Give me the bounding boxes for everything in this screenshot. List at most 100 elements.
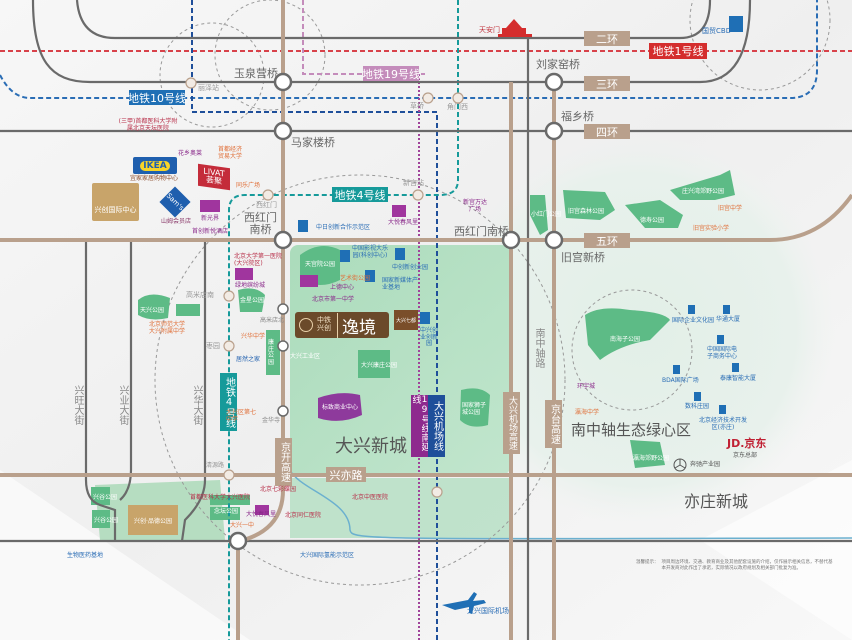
station-gaomidian-bei: 高米店北 xyxy=(260,317,285,324)
poi: 国际企业文化园 xyxy=(672,317,715,324)
office-building-icon xyxy=(298,220,308,232)
station-lize: 丽泽站 xyxy=(198,84,219,92)
office-building-icon xyxy=(340,250,350,262)
poi: 小红门公园 xyxy=(531,211,562,218)
station-gaomidian-nan: 高米店南 xyxy=(186,291,214,299)
poi-xingchuang-park: 兴创·品德公园 xyxy=(128,505,178,535)
poi: 大悦春风里 xyxy=(246,511,277,518)
metro-line10-label: 地铁10号线 xyxy=(128,90,186,105)
street-xinghua: 兴华大街 xyxy=(191,385,202,425)
poi: 北京中医医院 xyxy=(352,494,389,501)
poi: 大兴工业区 xyxy=(290,353,321,360)
poi: 北京同仁医院 xyxy=(285,512,322,519)
xingchuang-logo: 兴创国际中心 xyxy=(92,183,139,221)
poi: 环宇城 xyxy=(577,383,596,390)
radius-circles xyxy=(154,0,831,586)
metro-line19-south-label: 19号线南延线 xyxy=(411,395,430,457)
ring4-label: 四环 xyxy=(584,124,630,139)
mercedes-icon xyxy=(673,458,687,472)
poi: 绿地缤纷城 xyxy=(235,282,266,289)
office-building-icon xyxy=(723,305,730,314)
poi: 数科庄园 xyxy=(685,403,710,410)
poi: 华通大厦 xyxy=(716,316,741,323)
poi: 国家新媒体产业基地 xyxy=(382,277,419,291)
poi: 南海子公园 xyxy=(610,336,641,343)
ring2-label: 二环 xyxy=(584,31,630,46)
office-building-icon xyxy=(420,312,430,324)
jingtai-expressway-label: 京台高速 xyxy=(545,400,562,448)
metro-line19-label: 地铁19号线 xyxy=(362,66,420,81)
poi-daxing-qidu: 大兴七都 xyxy=(394,310,418,330)
poi: 旧宫森林公园 xyxy=(568,208,605,215)
poi-tianhong-park: 天宫院公园 xyxy=(305,261,336,268)
poi: 庄兴湾郊野公园 xyxy=(682,188,725,195)
project-marker[interactable]: 中铁兴创 逸境 xyxy=(295,312,389,338)
office-building-icon xyxy=(688,305,695,314)
poi: 天兴公园 xyxy=(140,307,165,314)
daxing-airport-line-label: 大兴机场线 xyxy=(428,395,445,457)
biaozhi-shopping xyxy=(318,393,362,421)
poi: 念坛公园 xyxy=(214,508,239,515)
shopping-building-icon xyxy=(255,505,269,515)
shopping-building-icon xyxy=(300,275,318,287)
district-daxing: 大兴新城 xyxy=(335,436,407,457)
guomao-building-icon xyxy=(729,16,743,32)
interchanges xyxy=(228,72,564,551)
poi: 生物医药基地 xyxy=(67,552,104,559)
poi: 北京市第一中学 xyxy=(312,296,355,303)
street-xingwang: 兴旺大街 xyxy=(72,385,83,425)
district-yizhuang: 亦庄新城 xyxy=(684,492,749,511)
poi: 艺术街公园 xyxy=(340,275,371,282)
shopping-building-icon xyxy=(392,205,406,217)
metro-line4-vertical-label: 地铁4号线 xyxy=(220,373,237,431)
station-jinhua: 金华寺 xyxy=(262,417,281,424)
station-zaoyuan: 枣园 xyxy=(206,342,220,350)
poi: 北京师范大学大兴附属中学 xyxy=(149,321,186,335)
office-building-icon xyxy=(717,335,724,344)
poi: 兴谷公园 xyxy=(93,494,118,501)
xingyi-road-label: 兴亦路 xyxy=(326,467,366,482)
poi: BDA国际广场 xyxy=(662,377,699,384)
office-building-icon xyxy=(395,248,405,260)
jd-label: 京东总部 xyxy=(733,452,758,459)
poi: 北京经济技术开发区(亦庄) xyxy=(698,417,747,431)
station-qingyuanlu: 清源路 xyxy=(206,462,225,469)
poi: 中国国际电子商务中心 xyxy=(706,346,737,360)
project-name: 逸境 xyxy=(337,312,376,338)
south-green-zone xyxy=(290,478,510,538)
poi: 中国影视大乐园(科创中心) xyxy=(352,245,389,259)
street-xingye: 兴业大街 xyxy=(117,385,128,425)
bridge-jiugong: 旧宫新桥 xyxy=(561,251,605,264)
tiananmen-label: 天安门 xyxy=(479,26,500,34)
bridge-majialou: 马家楼桥 xyxy=(291,136,335,149)
poi: 大悦春风里 xyxy=(388,219,419,226)
easyhome-label: 居然之家 xyxy=(236,356,261,363)
poi: 中创新创业园 xyxy=(392,264,429,271)
river xyxy=(289,469,852,540)
office-building-icon xyxy=(694,392,701,401)
poi: 泰康智能大厦 xyxy=(720,375,757,382)
disclaimer: 温馨提示： 项目周边环境、交通、教育商业及其他配套设施的介绍，仅作展示相关信息，… xyxy=(636,560,836,573)
poi: 北京七彩蝶园 xyxy=(260,486,297,493)
station-xihongmen: 西红门 xyxy=(256,201,277,209)
poi: 大兴一中 xyxy=(230,522,255,529)
poi: 新光界 xyxy=(201,215,220,222)
office-building-icon xyxy=(732,363,739,372)
airplane-icon xyxy=(442,592,486,614)
ikea-label: 宜家家居购物中心 xyxy=(130,175,179,182)
poi: 德寿公园 xyxy=(640,217,665,224)
poi: 国家狮子城公园 xyxy=(462,402,487,416)
office-building-icon xyxy=(365,270,375,282)
jd-logo: JD.京东 xyxy=(727,437,767,450)
poi: 瀛海郊野公园 xyxy=(633,455,670,462)
ring5-label: 五环 xyxy=(584,233,630,248)
parks xyxy=(91,170,735,528)
station-caoqiao: 草桥 xyxy=(410,102,424,110)
poi: 中兴创业创新园 xyxy=(419,327,438,348)
jingkai-expressway-label: 京开高速 xyxy=(275,438,292,486)
guomao-label: 国贸CBD xyxy=(702,27,732,35)
disclaimer-title: 温馨提示： xyxy=(636,560,659,565)
poi: 首创新悦酒店 xyxy=(192,228,229,235)
